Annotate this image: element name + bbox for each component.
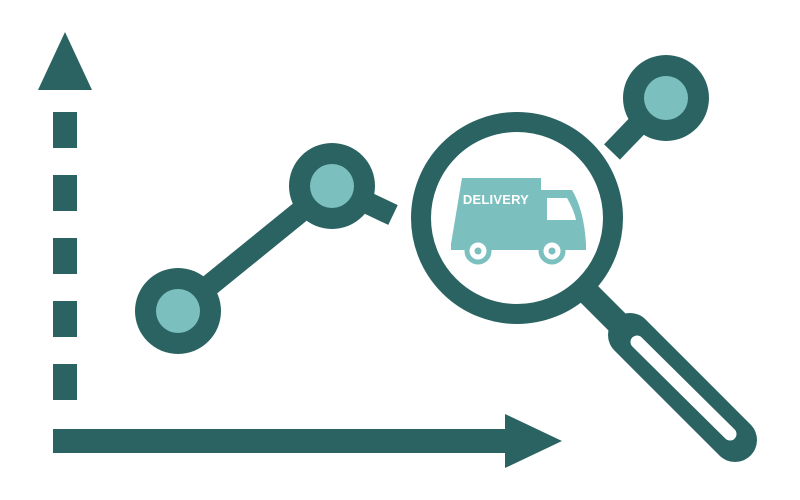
x-axis-arrowhead bbox=[505, 414, 562, 468]
chart-node bbox=[623, 55, 709, 141]
delivery-truck-icon: DELIVERY bbox=[451, 178, 586, 265]
chart-node bbox=[135, 268, 221, 354]
x-axis-arrow-icon bbox=[53, 414, 562, 468]
y-axis-dash bbox=[53, 112, 77, 148]
magnifier-handle-slot bbox=[630, 335, 737, 441]
magnifying-glass-icon bbox=[411, 112, 757, 462]
truck-window bbox=[547, 198, 576, 220]
y-axis-arrowhead bbox=[38, 32, 92, 90]
y-axis-dash bbox=[53, 301, 77, 337]
y-axis-arrow-icon bbox=[38, 32, 92, 400]
y-axis-dash bbox=[53, 238, 77, 274]
chart-node bbox=[289, 143, 375, 229]
truck-chassis bbox=[451, 244, 586, 250]
truck-wheel-hub bbox=[548, 247, 556, 255]
truck-wheel-hub bbox=[474, 247, 482, 255]
truck-cargo-box bbox=[451, 178, 541, 244]
y-axis-dash bbox=[53, 364, 77, 400]
y-axis-dash bbox=[53, 175, 77, 211]
truck-label: DELIVERY bbox=[463, 192, 529, 207]
x-axis-shaft bbox=[53, 429, 513, 453]
